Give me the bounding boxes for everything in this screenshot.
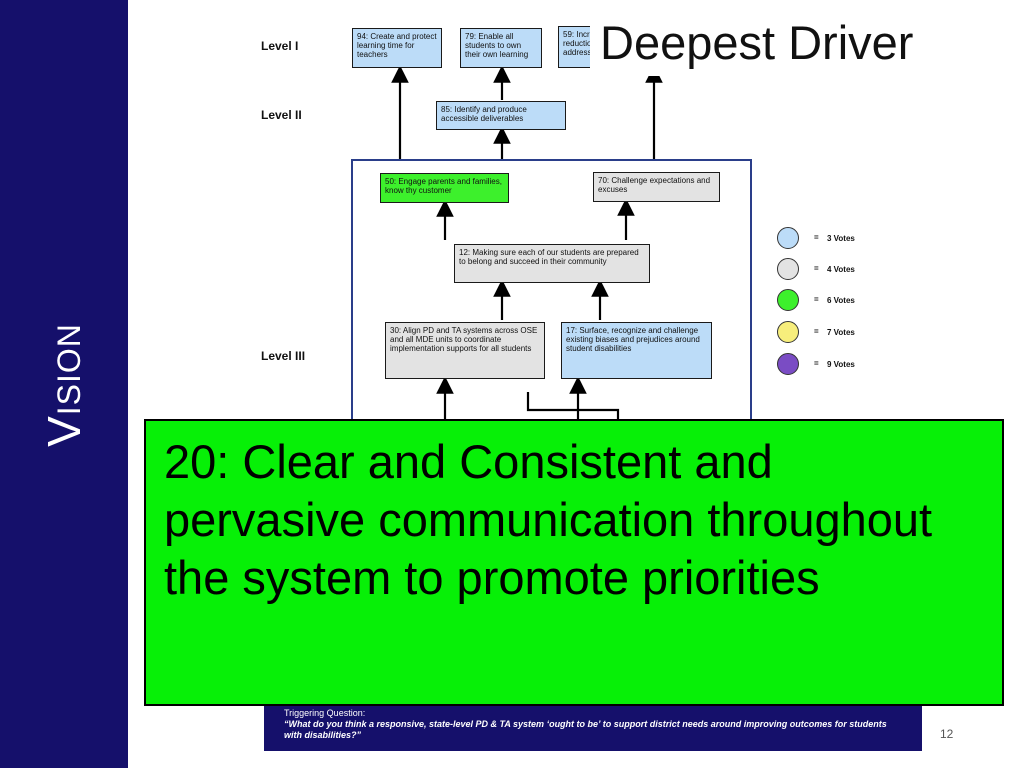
level-iii-label: Level III <box>261 349 306 363</box>
slide-title: Deepest Driver <box>590 10 1024 76</box>
legend-eq: = <box>814 233 819 242</box>
footer-label: Triggering Question: <box>284 708 366 718</box>
node-70: 70: Challenge expectations and excuses <box>593 172 720 202</box>
page-number: 12 <box>940 727 954 741</box>
legend-label-3-votes: 3 Votes <box>827 234 855 243</box>
node-85: 85: Identify and produce accessible deli… <box>436 101 566 130</box>
node-94: 94: Create and protect learning time for… <box>352 28 442 68</box>
legend-label-9-votes: 9 Votes <box>827 360 855 369</box>
level-ii-label: Level II <box>261 108 302 122</box>
node-50: 50: Engage parents and families, know th… <box>380 173 509 203</box>
node-12: 12: Making sure each of our students are… <box>454 244 650 283</box>
legend-label-4-votes: 4 Votes <box>827 265 855 274</box>
legend-eq: = <box>814 264 819 273</box>
legend-eq: = <box>814 327 819 336</box>
node-30: 30: Align PD and TA systems across OSE a… <box>385 322 545 379</box>
highlighted-driver-box: 20: Clear and Consistent and pervasive c… <box>144 419 1004 706</box>
sidebar: Vision <box>0 0 128 768</box>
legend-label-6-votes: 6 Votes <box>827 296 855 305</box>
legend-eq: = <box>814 359 819 368</box>
legend-dot-3-votes <box>777 227 799 249</box>
legend-dot-9-votes <box>777 353 799 375</box>
legend-eq: = <box>814 295 819 304</box>
legend-label-7-votes: 7 Votes <box>827 328 855 337</box>
connector-30-17 <box>526 392 620 420</box>
node-79: 79: Enable all students to own their own… <box>460 28 542 68</box>
legend-dot-4-votes <box>777 258 799 280</box>
node-17: 17: Surface, recognize and challenge exi… <box>561 322 712 379</box>
legend-dot-6-votes <box>777 289 799 311</box>
legend-dot-7-votes <box>777 321 799 343</box>
level-i-label: Level I <box>261 39 299 53</box>
footer-question: “What do you think a responsive, state-l… <box>284 719 887 740</box>
triggering-question-banner: Triggering Question: “What do you think … <box>264 706 922 751</box>
